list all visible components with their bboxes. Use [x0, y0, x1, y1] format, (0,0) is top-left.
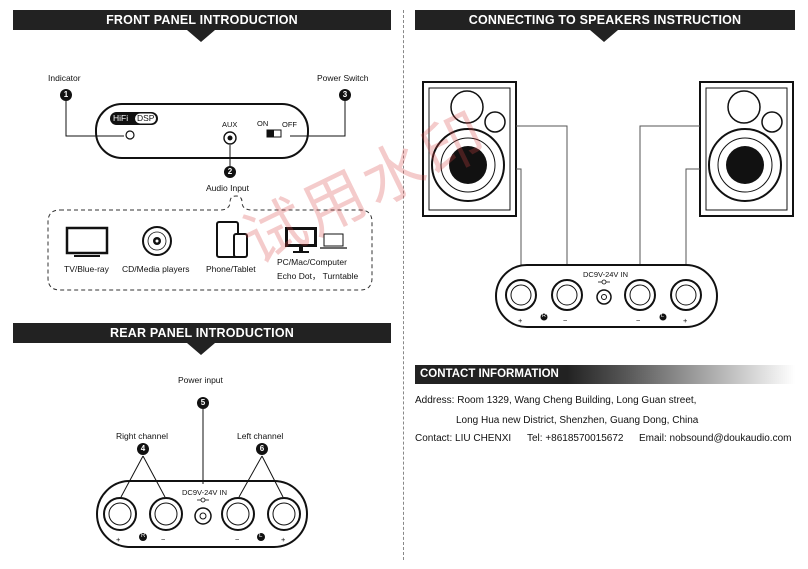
- front-panel-header: FRONT PANEL INTRODUCTION: [13, 10, 391, 30]
- speakers-header: CONNECTING TO SPEAKERS INSTRUCTION: [415, 10, 795, 30]
- source-label: PC/Mac/Computer: [277, 257, 347, 267]
- source-label: Phone/Tablet: [206, 264, 256, 274]
- l-mark: L: [259, 533, 263, 539]
- rear-panel-header: REAR PANEL INTRODUCTION: [13, 323, 391, 343]
- header-notch: [187, 30, 215, 42]
- indicator-label: Indicator: [48, 73, 81, 83]
- address-line-2: Long Hua new District, Shenzhen, Guang D…: [456, 415, 699, 426]
- off-label: OFF: [282, 120, 297, 129]
- header-notch: [590, 30, 618, 42]
- contact-header-bar: [415, 365, 795, 384]
- contact-header-title: CONTACT INFORMATION: [420, 368, 559, 380]
- left-channel-label: Left channel: [237, 431, 284, 441]
- plus-mark: +: [281, 535, 286, 544]
- dc-input-label: DC9V-24V IN: [182, 488, 228, 497]
- computer-icon: [285, 227, 317, 253]
- hifi-text: HiFi: [113, 113, 129, 123]
- dsp-text: DSP: [137, 113, 155, 123]
- left-speaker-icon: [422, 81, 517, 217]
- minus-mark: −: [161, 535, 166, 544]
- callout-1: 1: [60, 89, 72, 101]
- minus-mark: −: [235, 535, 240, 544]
- header-notch: [187, 343, 215, 355]
- callout-6: 6: [256, 443, 268, 455]
- contact-email: Email: nobsound@doukaudio.com: [639, 433, 792, 444]
- source-label: Echo Dot， Turntable: [277, 271, 359, 281]
- source-label: TV/Blue-ray: [64, 264, 109, 274]
- callout-4: 4: [137, 443, 149, 455]
- on-label: ON: [257, 119, 269, 128]
- right-channel-label: Right channel: [116, 431, 168, 441]
- plus-mark: +: [116, 535, 121, 544]
- callout-5: 5: [197, 397, 209, 409]
- audio-input-label: Audio Input: [206, 183, 250, 193]
- aux-label: AUX: [222, 120, 238, 129]
- power-switch-label: Power Switch: [317, 73, 369, 83]
- dc-input-label: DC9V-24V IN: [583, 270, 629, 279]
- tv-icon: [65, 226, 109, 257]
- callout-3: 3: [339, 89, 351, 101]
- source-label: CD/Media players: [122, 264, 190, 274]
- plus-mark: +: [683, 316, 688, 325]
- column-divider: [403, 10, 404, 560]
- power-input-label: Power input: [178, 375, 223, 385]
- cd-icon: [142, 226, 172, 256]
- address-line-1: Address: Room 1329, Wang Cheng Building,…: [415, 395, 697, 406]
- minus-mark: −: [636, 316, 641, 325]
- plus-mark: +: [518, 316, 523, 325]
- r-mark: R: [542, 313, 546, 319]
- contact-tel: Tel: +8618570015672: [527, 433, 624, 444]
- phone-tablet-icon: [216, 221, 248, 258]
- right-speaker-icon: [699, 81, 794, 217]
- callout-2: 2: [224, 166, 236, 178]
- contact-name: Contact: LIU CHENXI: [415, 433, 512, 444]
- r-mark: R: [141, 533, 146, 539]
- laptop-icon: [320, 233, 347, 249]
- minus-mark: −: [563, 316, 568, 325]
- l-mark: L: [661, 313, 665, 319]
